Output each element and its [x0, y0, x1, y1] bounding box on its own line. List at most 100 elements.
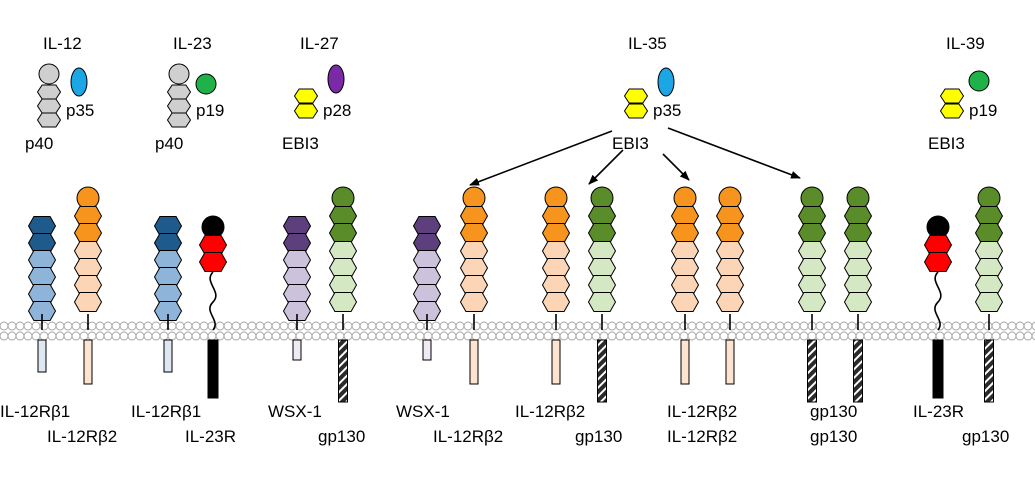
membrane-bead: [567, 321, 577, 331]
body-domain: [797, 292, 827, 312]
p40-head: [38, 63, 60, 85]
head-domain: [282, 233, 312, 253]
head-domain: [27, 233, 57, 253]
body-domain: [282, 301, 312, 321]
intracellular-tail: [853, 339, 863, 403]
membrane-bead: [927, 331, 937, 341]
membrane-bead: [215, 331, 225, 341]
membrane-bead: [1007, 331, 1017, 341]
head-domain: [974, 223, 1004, 243]
receptor-label: IL-12Rβ2: [433, 427, 503, 446]
membrane-bead: [383, 321, 393, 331]
p19-subunit: [968, 70, 990, 92]
membrane-bead: [119, 331, 129, 341]
membrane-bead: [679, 321, 689, 331]
membrane-bead: [975, 321, 985, 331]
membrane-bead: [527, 321, 537, 331]
membrane-bead: [287, 331, 297, 341]
membrane-bead: [271, 321, 281, 331]
membrane-bead: [159, 321, 169, 331]
membrane-bead: [591, 331, 601, 341]
receptor-label: IL-12Rβ2: [667, 402, 737, 421]
membrane-bead: [87, 331, 97, 341]
receptor-il12rb2: [459, 186, 489, 385]
head-domain: [153, 233, 183, 253]
receptor-gp130: [587, 186, 617, 403]
membrane-bead: [47, 321, 57, 331]
receptor-il12rb2: [73, 186, 103, 385]
receptor-label: IL-23R: [913, 402, 964, 421]
membrane-bead: [927, 321, 937, 331]
membrane-bead: [183, 331, 193, 341]
body-domain: [797, 258, 827, 278]
body-domain: [73, 258, 103, 278]
membrane-bead: [495, 321, 505, 331]
head-domain: [587, 206, 617, 226]
body-domain: [670, 275, 700, 295]
membrane-bead: [127, 321, 137, 331]
body-domain: [27, 301, 57, 321]
body-domain: [412, 284, 442, 304]
membrane-bead: [951, 331, 961, 341]
membrane-bead: [615, 331, 625, 341]
membrane-bead: [191, 321, 201, 331]
membrane-bead: [879, 331, 889, 341]
receptor-gp130: [328, 186, 358, 403]
head-domain: [797, 223, 827, 243]
membrane-bead: [359, 321, 369, 331]
head-domain: [670, 223, 700, 243]
head-circle: [673, 186, 697, 210]
membrane-bead: [247, 321, 257, 331]
intracellular-tail: [932, 339, 944, 399]
membrane-bead: [391, 321, 401, 331]
membrane-bead: [167, 331, 177, 341]
receptor-label: IL-12Rβ2: [515, 402, 585, 421]
head-domain: [412, 216, 442, 236]
membrane-bead: [71, 331, 81, 341]
membrane-bead: [767, 321, 777, 331]
il23r-stalk: [934, 271, 942, 331]
receptor-label: gp130: [810, 427, 857, 446]
membrane-bead: [311, 321, 321, 331]
cytokine-name: IL-12: [43, 34, 82, 53]
head-domain: [459, 223, 489, 243]
il35-arrows: [469, 127, 801, 186]
membrane-bead: [271, 331, 281, 341]
head-circle: [800, 186, 824, 210]
intracellular-tail: [725, 339, 735, 385]
p19-subunit: [195, 73, 217, 95]
membrane-bead: [959, 331, 969, 341]
membrane-bead: [279, 331, 289, 341]
receptor-group-8: [923, 186, 1004, 403]
membrane-bead: [903, 321, 913, 331]
membrane-bead: [431, 321, 441, 331]
head-domain: [587, 223, 617, 243]
membrane-bead: [247, 331, 257, 341]
membrane-bead: [1023, 331, 1033, 341]
membrane-bead: [607, 321, 617, 331]
cell-membrane: [0, 321, 1035, 341]
membrane-bead: [631, 321, 641, 331]
membrane-bead: [415, 321, 425, 331]
receptor-group-4-labels: WSX-1IL-12Rβ2: [396, 402, 503, 446]
membrane-bead: [47, 331, 57, 341]
ebi3-domain: [623, 103, 649, 119]
body-domain: [153, 250, 183, 270]
membrane-bead: [943, 331, 953, 341]
p40-domain: [166, 112, 192, 128]
body-domain: [459, 275, 489, 295]
receptor-group-4: [412, 186, 489, 385]
head-circle: [331, 186, 355, 210]
receptor-label: gp130: [962, 427, 1009, 446]
membrane-bead: [623, 331, 633, 341]
membrane-bead: [447, 331, 457, 341]
membrane-bead: [991, 321, 1001, 331]
membrane-bead: [847, 321, 857, 331]
receptor-group-1: [27, 186, 103, 385]
p35-subunit: [70, 67, 88, 97]
